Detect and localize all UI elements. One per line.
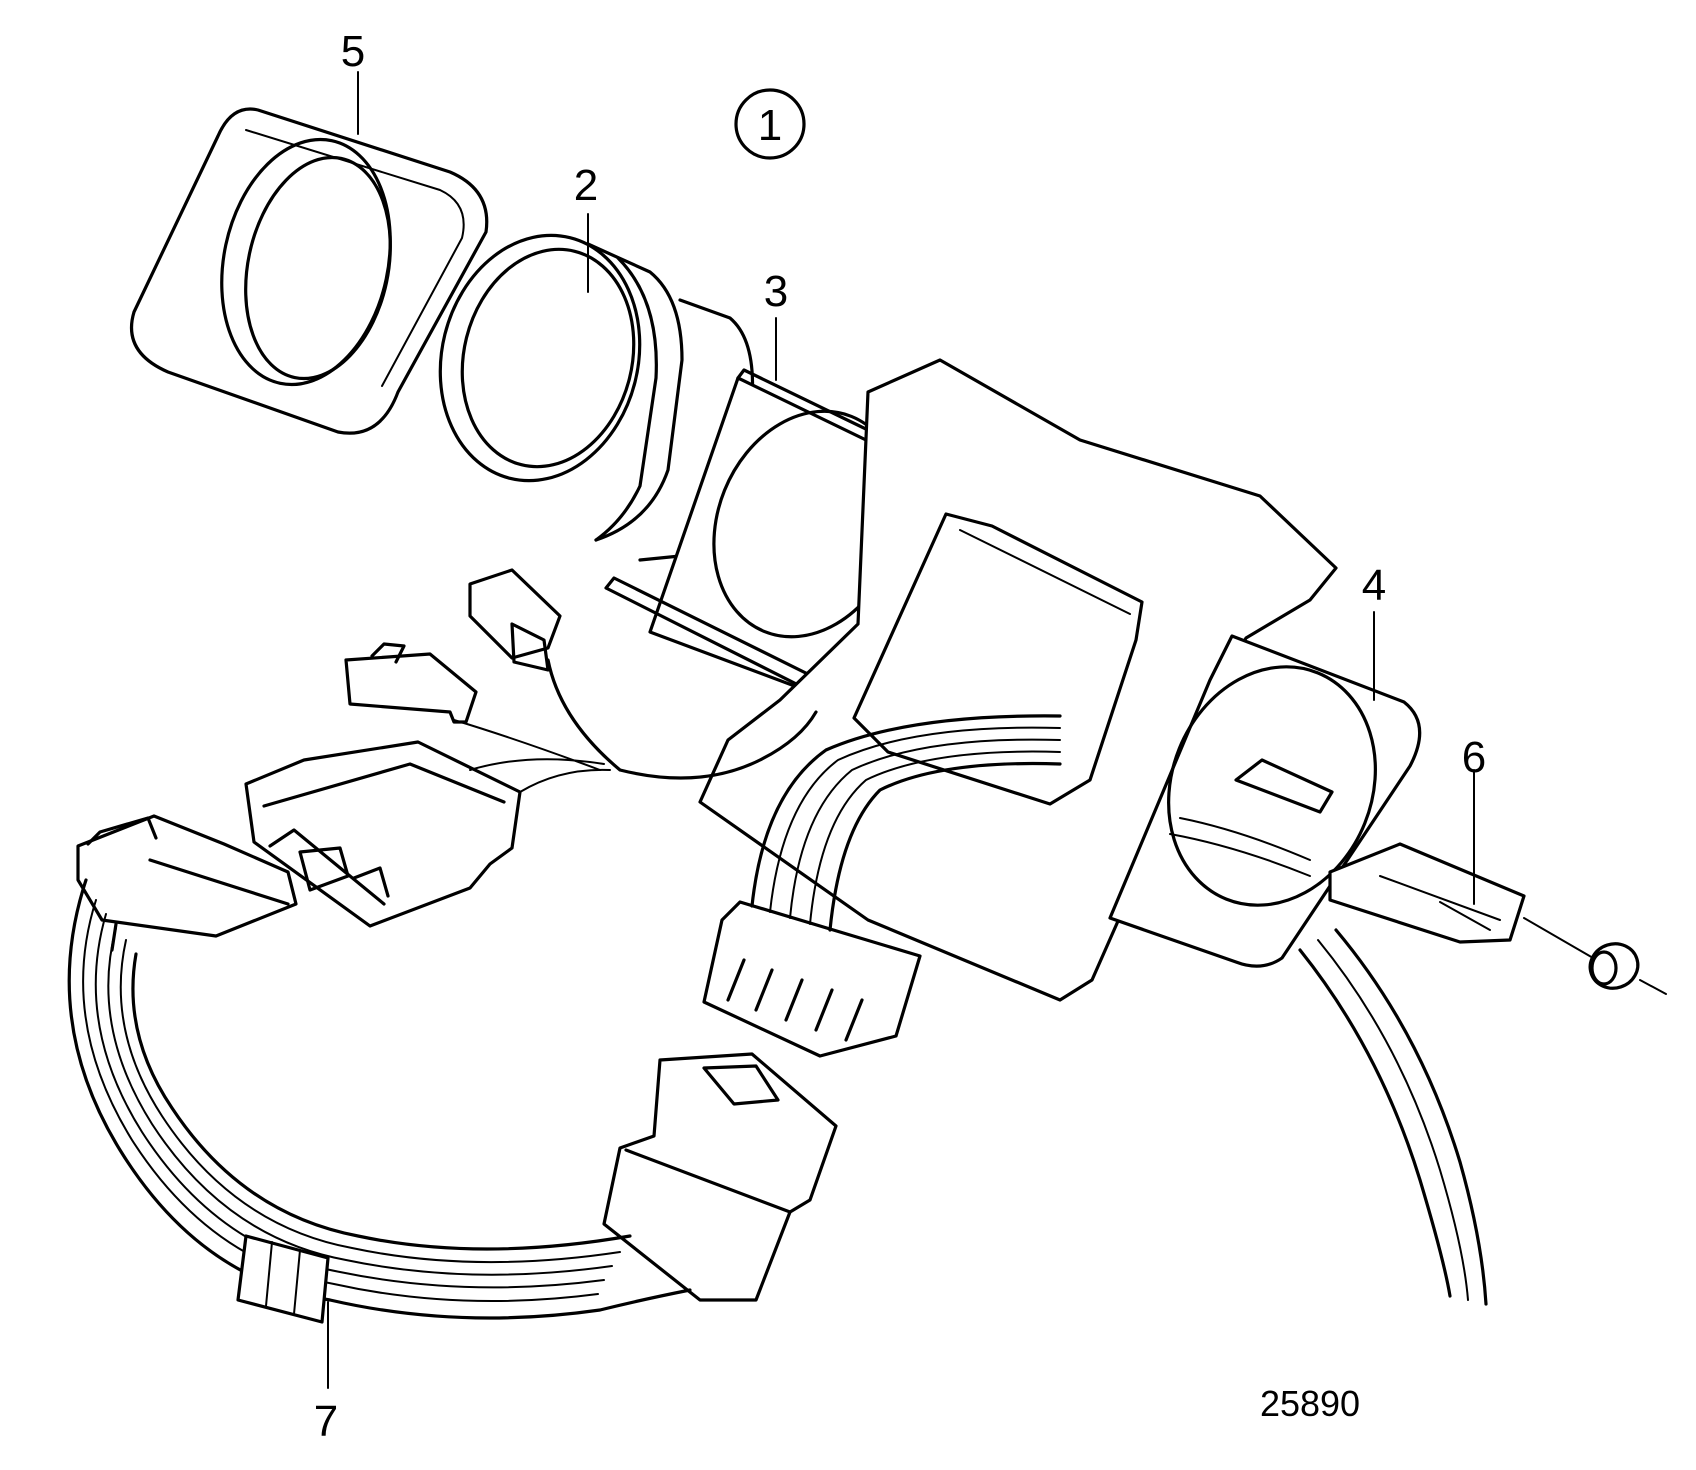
rear-bracket [1108, 634, 1422, 968]
harness-connector-left [76, 814, 298, 952]
callout-5: 5 [341, 27, 365, 76]
callout-3: 3 [764, 267, 788, 316]
group-marker: 1 [734, 88, 806, 160]
small-plug-a [468, 568, 562, 672]
leader-lines [327, 71, 1475, 1389]
bulb-holder [1328, 842, 1667, 995]
drawing-reference-number: 25890 [1260, 1383, 1360, 1424]
group-marker-label: 1 [758, 101, 782, 150]
bezel-frame [129, 107, 489, 435]
wiring-harness [67, 658, 1488, 1324]
multipin-connector-mid [244, 740, 522, 928]
callout-6: 6 [1462, 733, 1486, 782]
knurled-nut [1588, 942, 1640, 990]
small-plug-b [344, 642, 478, 724]
harness-connector-bottom [602, 1052, 838, 1302]
callout-7: 7 [314, 1397, 338, 1446]
callout-2: 2 [574, 161, 598, 210]
multipin-plug-right [702, 900, 922, 1058]
callout-4: 4 [1362, 561, 1386, 610]
